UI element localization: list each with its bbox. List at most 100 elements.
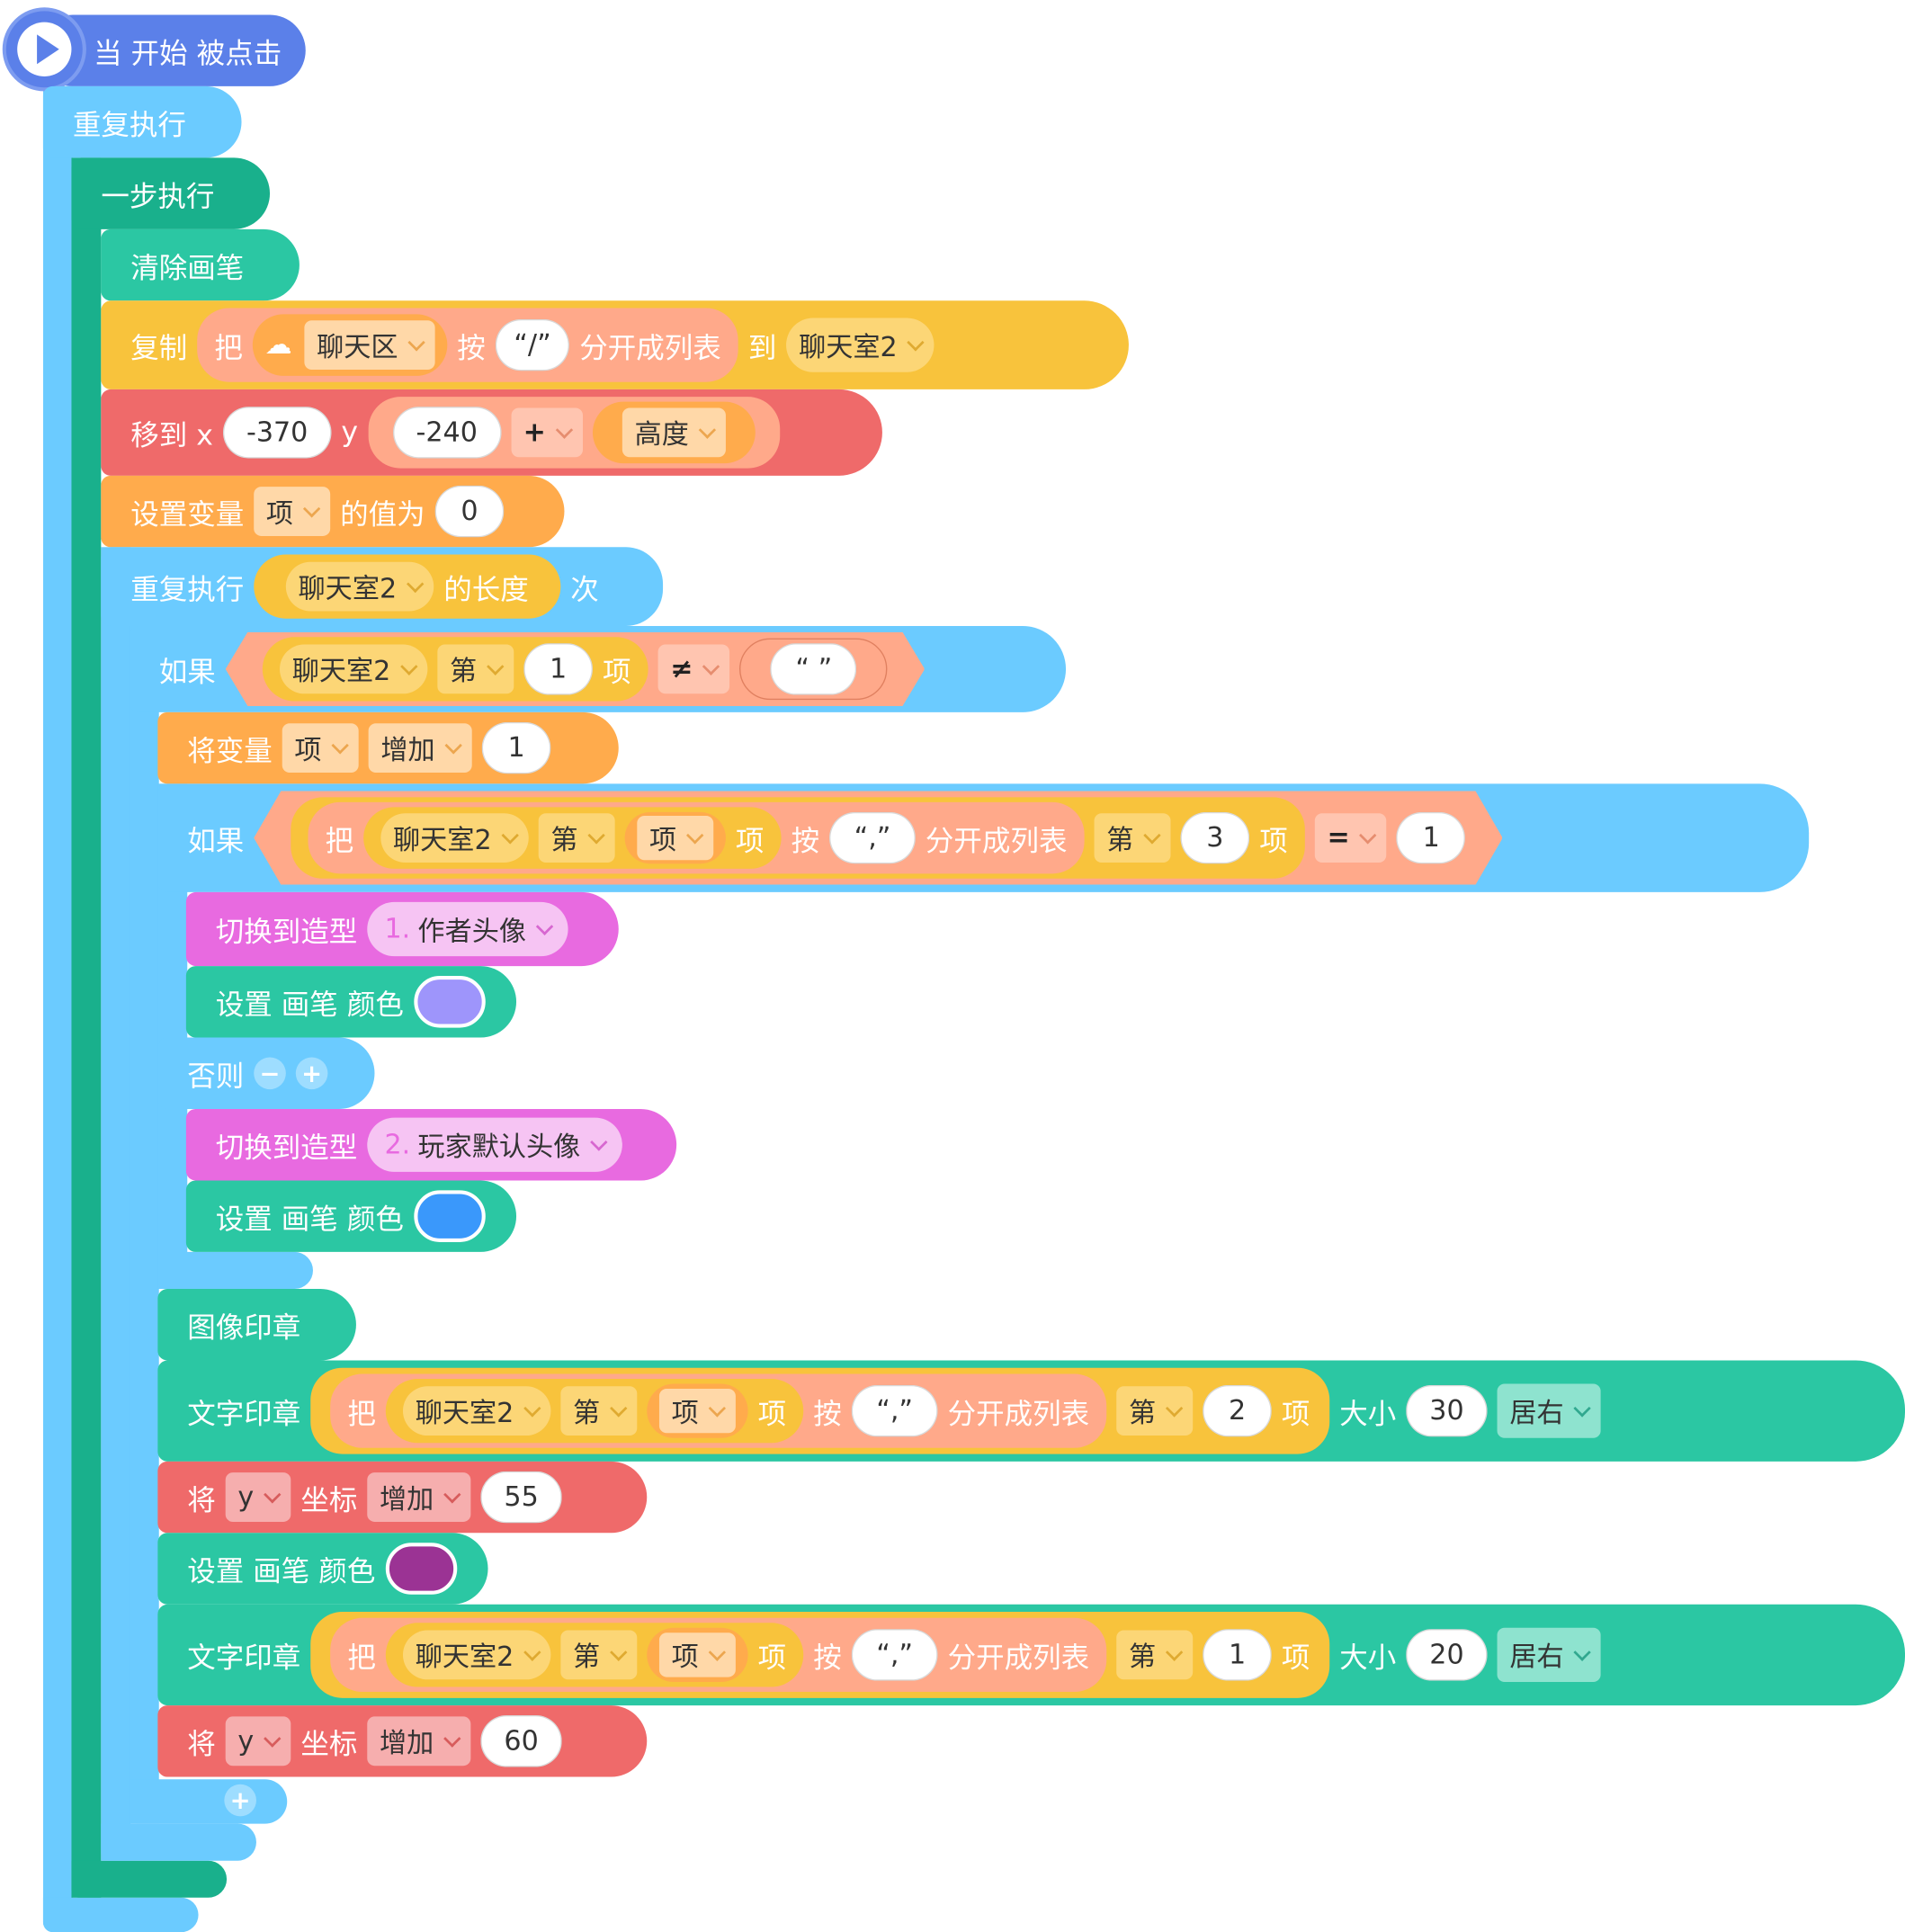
- setvar-value-input[interactable]: 0: [434, 485, 505, 538]
- text1-size-input[interactable]: 30: [1406, 1384, 1488, 1437]
- change-y-block-2[interactable]: 将 y 坐标 增加 60: [157, 1705, 648, 1777]
- text1-var-dropdown[interactable]: 项: [658, 1388, 736, 1434]
- text2-index-input[interactable]: 1: [1203, 1629, 1272, 1681]
- changevar-mode-dropdown[interactable]: 增加: [368, 723, 472, 773]
- pen-color-swatch-3[interactable]: [385, 1543, 457, 1595]
- text2-var-reporter[interactable]: 项: [647, 1627, 748, 1683]
- if1-list-dropdown[interactable]: 聊天室2: [280, 645, 427, 694]
- split-reporter-inner[interactable]: 把 聊天室2 第 项 项: [309, 802, 1085, 873]
- empty-text-wrapper: “ ”: [740, 639, 888, 701]
- pen-color-swatch-1[interactable]: [413, 976, 486, 1028]
- move1-value-input[interactable]: 55: [480, 1471, 562, 1524]
- changevar-var-dropdown[interactable]: 项: [282, 723, 359, 773]
- costume1-dropdown[interactable]: 1.作者头像: [367, 901, 568, 957]
- add-branch-button[interactable]: +: [224, 1784, 256, 1817]
- set-pen-color-block-2[interactable]: 设置 画笔 颜色: [185, 1180, 517, 1252]
- text2-size-input[interactable]: 20: [1406, 1629, 1488, 1681]
- if2-list-dropdown[interactable]: 聊天室2: [380, 813, 528, 863]
- if2-di2-dropdown[interactable]: 第: [1095, 813, 1171, 863]
- compare-operator-dropdown[interactable]: ≠: [658, 645, 730, 694]
- costume2-dropdown[interactable]: 2.玩家默认头像: [367, 1117, 622, 1172]
- text1-var-reporter[interactable]: 项: [647, 1383, 748, 1438]
- switch-costume-block-1[interactable]: 切换到造型 1.作者头像: [185, 891, 619, 967]
- text2-align-dropdown[interactable]: 居右: [1497, 1627, 1601, 1683]
- set-pen-color-block-1[interactable]: 设置 画笔 颜色: [185, 966, 517, 1038]
- not-equal-condition[interactable]: 聊天室2 第 1 项 ≠ “ ”: [226, 632, 925, 706]
- set-variable-block[interactable]: 设置变量 项 的值为 0: [101, 475, 565, 548]
- play-icon[interactable]: [2, 7, 86, 92]
- move2-value-input[interactable]: 60: [480, 1715, 562, 1767]
- text2-item-reporter[interactable]: 把 聊天室2 第 项 项 按 “,”: [310, 1611, 1330, 1698]
- list-item-reporter[interactable]: 聊天室2 第 1 项: [263, 637, 648, 701]
- switch-costume-block-2[interactable]: 切换到造型 2.玩家默认头像: [185, 1109, 677, 1181]
- text1-list-dropdown[interactable]: 聊天室2: [402, 1386, 551, 1436]
- text-stamp-block-2[interactable]: 文字印章 把 聊天室2 第 项 项: [157, 1604, 1905, 1706]
- split-reporter[interactable]: 把 ☁ 聊天区 按 “/” 分开成列表: [197, 308, 738, 382]
- empty-text-input[interactable]: “ ”: [771, 643, 857, 695]
- if2-operator-dropdown[interactable]: =: [1315, 813, 1387, 863]
- split-item-reporter[interactable]: 把 聊天室2 第 项 项: [291, 797, 1305, 878]
- equal-condition[interactable]: 把 聊天室2 第 项 项: [254, 792, 1502, 885]
- setvar-var-dropdown[interactable]: 项: [254, 487, 331, 536]
- text1-item-reporter[interactable]: 把 聊天室2 第 项 项 按 “,”: [310, 1367, 1330, 1454]
- if2-var-dropdown[interactable]: 项: [637, 816, 713, 860]
- move2-mode-dropdown[interactable]: 增加: [367, 1716, 471, 1767]
- repeat-list-dropdown[interactable]: 聊天室2: [285, 561, 434, 612]
- when-start-clicked-block[interactable]: 当 开始 被点击: [37, 14, 306, 86]
- pen-color-swatch-2[interactable]: [413, 1190, 486, 1242]
- repeat-times-block[interactable]: 重复执行 聊天室2 的长度 次: [101, 547, 664, 626]
- list-length-reporter[interactable]: 聊天室2 的长度: [254, 554, 561, 619]
- image-stamp-block[interactable]: 图像印章: [157, 1289, 356, 1361]
- if2-di: 第: [550, 825, 578, 857]
- if2-value-input[interactable]: 1: [1397, 812, 1466, 864]
- operator-dropdown[interactable]: +: [510, 407, 584, 458]
- if2-index-input[interactable]: 3: [1181, 812, 1250, 864]
- remove-branch-button[interactable]: −: [254, 1057, 286, 1090]
- if-block-outer[interactable]: 如果 聊天室2 第 1 项 ≠ “ ”: [129, 625, 1067, 712]
- if2-di-dropdown[interactable]: 第: [539, 813, 615, 863]
- changevar-value-input[interactable]: 1: [481, 721, 551, 774]
- height-dropdown[interactable]: 高度: [622, 407, 726, 458]
- text2-sep-input[interactable]: “,”: [851, 1629, 938, 1681]
- text1-di2-dropdown[interactable]: 第: [1116, 1386, 1194, 1436]
- if2-sep-input[interactable]: “,”: [829, 812, 916, 864]
- if2-list-item[interactable]: 聊天室2 第 项 项: [363, 807, 781, 869]
- cloud-var-reporter[interactable]: ☁ 聊天区: [252, 314, 448, 376]
- if2-var-reporter[interactable]: 项: [625, 812, 726, 864]
- text-stamp-block-1[interactable]: 文字印章 把 聊天室2 第 项 项: [157, 1360, 1905, 1462]
- change-y-block-1[interactable]: 将 y 坐标 增加 55: [157, 1461, 648, 1534]
- set-pen-color-block-3[interactable]: 设置 画笔 颜色: [157, 1533, 488, 1605]
- forever-block[interactable]: 重复执行: [42, 85, 242, 158]
- text2-var-dropdown[interactable]: 项: [658, 1632, 736, 1677]
- text2-di2-dropdown[interactable]: 第: [1116, 1630, 1194, 1680]
- goto-xy-block[interactable]: 移到 x -370 y -240 + 高度: [101, 389, 882, 476]
- cloud-var-dropdown[interactable]: 聊天区: [304, 320, 435, 370]
- text1-di-dropdown[interactable]: 第: [560, 1386, 638, 1436]
- clear-pen-block[interactable]: 清除画笔: [101, 228, 300, 301]
- text1-index-input[interactable]: 2: [1203, 1384, 1272, 1437]
- change-variable-block[interactable]: 将变量 项 增加 1: [157, 711, 619, 784]
- text2-list-dropdown[interactable]: 聊天室2: [402, 1630, 551, 1680]
- move2-axis-dropdown[interactable]: y: [225, 1716, 291, 1767]
- target-list-dropdown[interactable]: 聊天室2: [786, 318, 935, 372]
- height-reporter[interactable]: 高度: [592, 401, 756, 464]
- text2-di-dropdown[interactable]: 第: [560, 1630, 638, 1680]
- step-execute-block[interactable]: 一步执行: [71, 157, 271, 229]
- if1-di-dropdown[interactable]: 第: [437, 645, 514, 694]
- copy-list-block[interactable]: 复制 把 ☁ 聊天区 按 “/” 分开成列表 到 聊天室2: [101, 300, 1129, 389]
- text2-list-item[interactable]: 聊天室2 第 项 项: [385, 1623, 804, 1687]
- goto-y-input[interactable]: -240: [392, 407, 501, 459]
- text1-list-item[interactable]: 聊天室2 第 项 项: [385, 1379, 804, 1444]
- text1-align-dropdown[interactable]: 居右: [1497, 1383, 1601, 1438]
- text1-split-reporter[interactable]: 把 聊天室2 第 项 项 按 “,”: [330, 1373, 1107, 1448]
- goto-x-input[interactable]: -370: [222, 407, 332, 459]
- separator-input[interactable]: “/”: [495, 318, 570, 371]
- text2-split-reporter[interactable]: 把 聊天室2 第 项 项 按 “,”: [330, 1617, 1107, 1693]
- move1-mode-dropdown[interactable]: 增加: [367, 1472, 471, 1522]
- add-else-branch-button[interactable]: +: [295, 1057, 328, 1090]
- if-block-inner[interactable]: 如果 把 聊天室2 第 项: [157, 783, 1810, 892]
- add-operator-reporter[interactable]: -240 + 高度: [368, 397, 781, 469]
- if1-index-input[interactable]: 1: [523, 643, 593, 695]
- text1-sep-input[interactable]: “,”: [851, 1384, 938, 1437]
- move1-axis-dropdown[interactable]: y: [225, 1472, 291, 1522]
